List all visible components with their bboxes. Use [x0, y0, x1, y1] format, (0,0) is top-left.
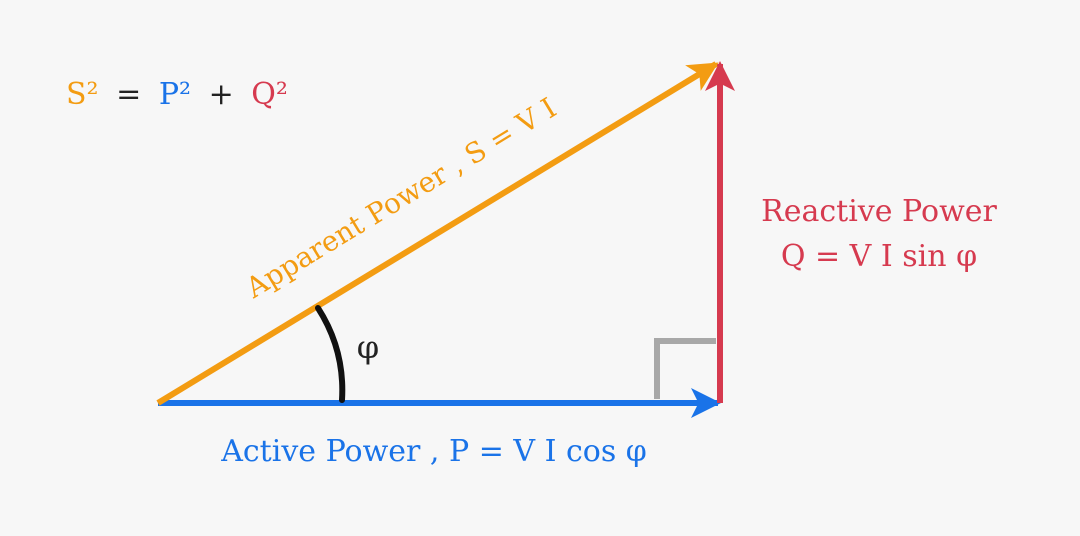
reactive-power-formula: Q = V I sin φ	[781, 239, 977, 274]
formula-plus: +	[209, 77, 234, 112]
formula-s-squared: S²	[66, 77, 99, 112]
angle-arc	[315, 305, 346, 403]
formula-q-squared: Q²	[251, 77, 288, 112]
pythagorean-formula: S² = P² + Q²	[66, 77, 288, 112]
right-angle-marker	[654, 338, 716, 399]
apparent-power-vector	[156, 61, 719, 406]
apparent-power-label: Apparent Power , S = V I	[239, 91, 562, 305]
formula-p-squared: P²	[159, 77, 191, 112]
formula-equals: =	[116, 77, 141, 112]
active-power-label: Active Power , P = V I cos φ	[220, 434, 647, 469]
reactive-power-title: Reactive Power	[761, 194, 997, 229]
angle-symbol: φ	[357, 328, 379, 366]
